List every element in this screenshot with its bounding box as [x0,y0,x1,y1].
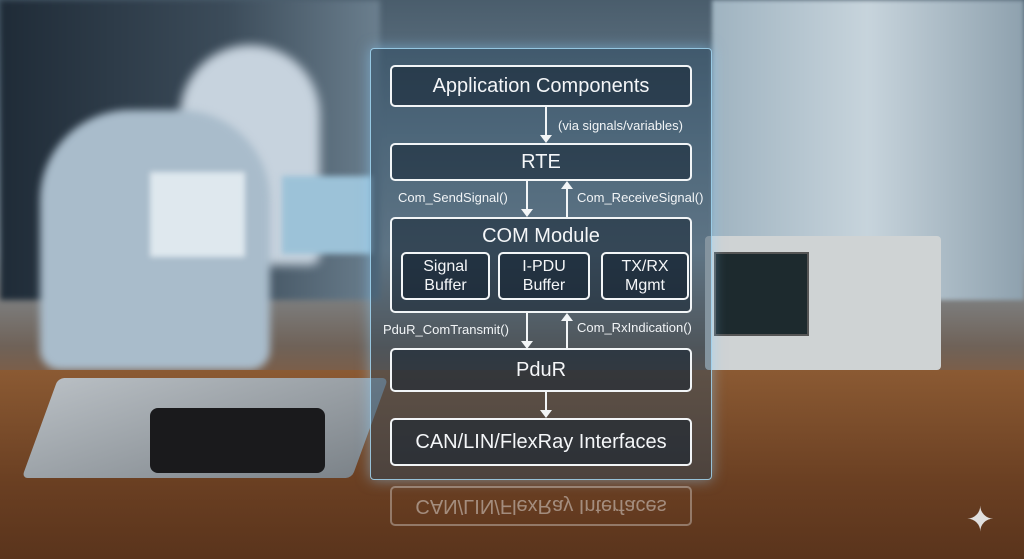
background-monitor [150,172,245,257]
box-label: TX/RX [621,258,669,275]
box-label: Buffer [522,277,566,294]
arrow-down-icon [540,392,552,418]
arrow-down-icon [521,313,533,349]
box-ipdu-buffer: I-PDU Buffer [498,252,590,300]
box-label: I-PDU [522,258,566,275]
arrow-up-icon [561,181,573,217]
com-send-label: Com_SendSignal() [398,190,508,205]
oscilloscope-screen [714,252,809,336]
background-monitor [282,176,372,254]
box-label: Application Components [432,74,650,97]
panel-reflection: CAN/LIN/FlexRay Interfaces [390,486,692,526]
box-interfaces: CAN/LIN/FlexRay Interfaces [390,418,692,466]
pdur-transmit-label: PduR_ComTransmit() [383,322,509,337]
box-application-components: Application Components [390,65,692,107]
box-pdur: PduR [390,348,692,392]
reflection-label: CAN/LIN/FlexRay Interfaces [415,495,667,518]
sparkle-watermark-icon: ✦ [966,501,995,539]
box-label: Signal [423,258,468,275]
via-label: (via signals/variables) [558,118,683,133]
box-label: COM Module [482,225,600,247]
box-rte: RTE [390,143,692,181]
box-label: Mgmt [625,277,665,294]
arrow-down-icon [540,107,552,143]
box-label: CAN/LIN/FlexRay Interfaces [415,430,667,453]
arrow-down-icon [521,181,533,217]
box-txrx-mgmt: TX/RX Mgmt [601,252,689,300]
com-rxindication-label: Com_RxIndication() [577,320,692,335]
box-label: Buffer [424,277,467,294]
ecu-connector [150,408,325,473]
arrow-up-icon [561,313,573,349]
box-label: PduR [515,358,567,381]
com-receive-label: Com_ReceiveSignal() [577,190,704,205]
box-label: RTE [521,150,561,173]
